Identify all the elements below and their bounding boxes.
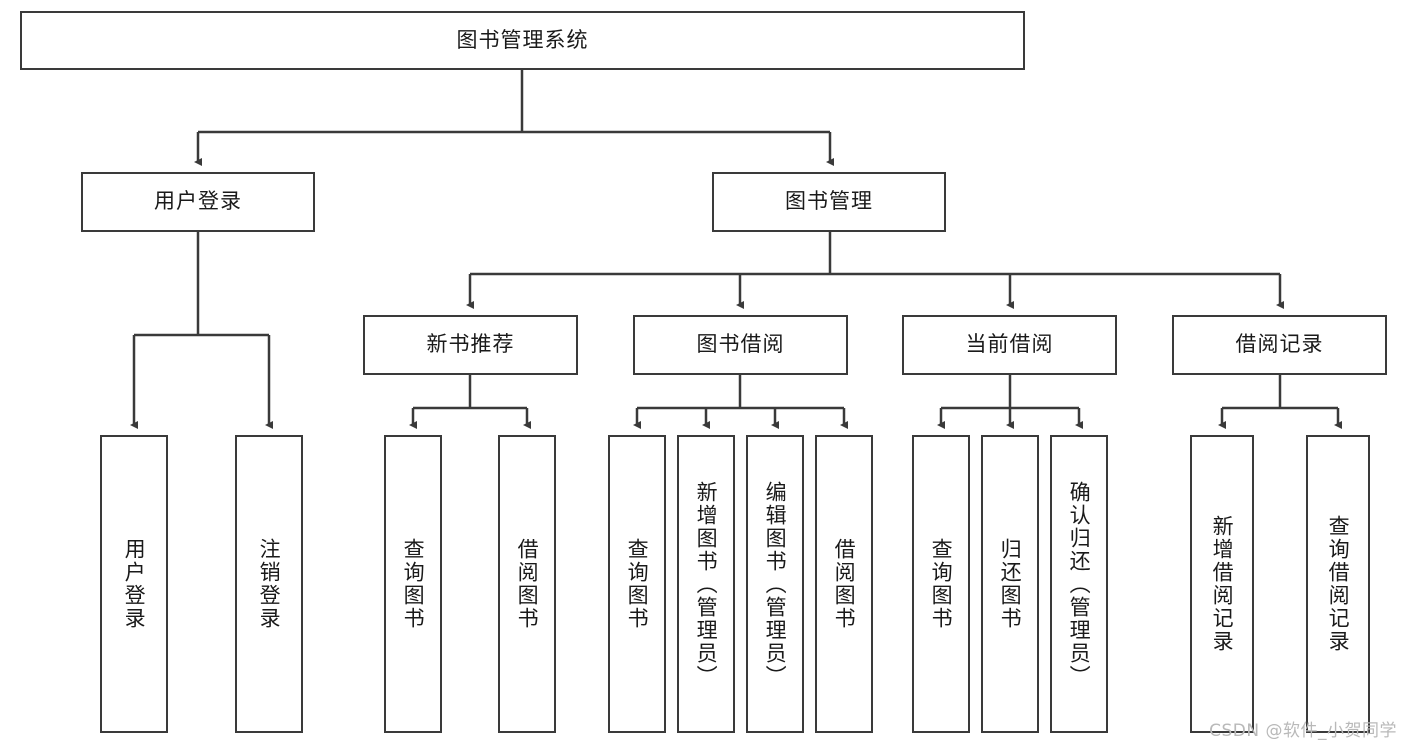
watermark-text: CSDN @软件_小贺同学 [1209,721,1397,741]
leaf-user-login-logout[interactable]: 注销登录 [235,435,303,733]
node-book-management[interactable]: 图书管理 [712,172,946,232]
node-label: 借阅图书 [515,538,540,630]
node-label: 借阅图书 [832,538,857,630]
node-label: 用户登录 [154,189,242,214]
leaf-book-borrow-add-book-admin[interactable]: 新增图书（管理员） [677,435,735,733]
node-label: 图书管理系统 [456,27,589,52]
node-label: 新增借阅记录 [1210,515,1235,653]
node-label: 查询图书 [401,538,426,630]
leaf-new-book-query-book[interactable]: 查询图书 [384,435,442,733]
node-label: 归还图书 [998,538,1023,630]
leaf-book-borrow-edit-book-admin[interactable]: 编辑图书（管理员） [746,435,804,733]
leaf-book-borrow-borrow-book[interactable]: 借阅图书 [815,435,873,733]
node-borrow-record[interactable]: 借阅记录 [1172,315,1387,375]
node-root-book-management-system[interactable]: 图书管理系统 [20,11,1025,70]
node-label: 当前借阅 [965,332,1054,357]
leaf-borrow-record-add-record[interactable]: 新增借阅记录 [1190,435,1254,733]
node-label: 用户登录 [122,538,147,630]
leaf-current-borrow-query-book[interactable]: 查询图书 [912,435,970,733]
node-current-borrow[interactable]: 当前借阅 [902,315,1117,375]
node-label: 注销登录 [257,538,282,630]
leaf-book-borrow-query-book[interactable]: 查询图书 [608,435,666,733]
leaf-current-borrow-confirm-return-admin[interactable]: 确认归还（管理员） [1050,435,1108,733]
leaf-user-login-login[interactable]: 用户登录 [100,435,168,733]
node-book-borrow[interactable]: 图书借阅 [633,315,848,375]
node-label: 图书借阅 [696,332,785,357]
node-label: 借阅记录 [1235,332,1324,357]
node-new-book-recommend[interactable]: 新书推荐 [363,315,578,375]
node-label: 编辑图书（管理员） [763,480,788,688]
leaf-borrow-record-query-record[interactable]: 查询借阅记录 [1306,435,1370,733]
node-label: 新书推荐 [426,332,515,357]
node-label: 查询图书 [929,538,954,630]
node-label: 图书管理 [785,189,873,214]
node-user-login[interactable]: 用户登录 [81,172,315,232]
node-label: 查询借阅记录 [1326,515,1351,653]
node-label: 新增图书（管理员） [694,480,719,688]
node-label: 查询图书 [625,538,650,630]
leaf-new-book-borrow-book[interactable]: 借阅图书 [498,435,556,733]
leaf-current-borrow-return-book[interactable]: 归还图书 [981,435,1039,733]
node-label: 确认归还（管理员） [1067,480,1092,688]
